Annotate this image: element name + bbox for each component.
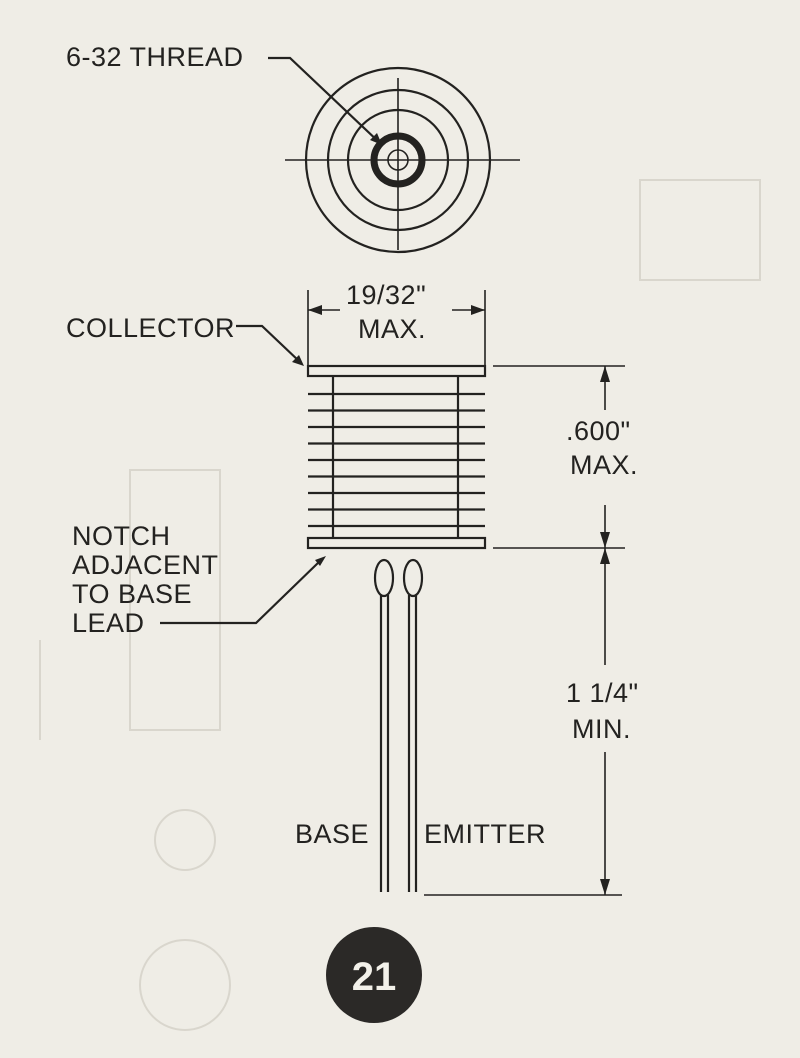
width-arrow-right bbox=[471, 305, 485, 315]
lead-length-qualifier: MIN. bbox=[572, 714, 631, 744]
collector-arrowhead bbox=[292, 355, 304, 366]
base-lead-glass-seal bbox=[373, 558, 395, 598]
height-arrow-bottom bbox=[600, 532, 610, 548]
base-label: BASE bbox=[295, 819, 369, 849]
width-arrow-left bbox=[308, 305, 322, 315]
notch-label-line-4: LEAD bbox=[72, 608, 145, 638]
cooling-fins bbox=[308, 392, 485, 528]
thread-hole bbox=[387, 149, 409, 171]
transistor-body bbox=[306, 364, 487, 550]
thread-leader bbox=[268, 56, 383, 146]
width-value: 19/32" bbox=[346, 280, 426, 310]
width-qualifier: MAX. bbox=[358, 314, 426, 344]
thread-stud bbox=[370, 132, 426, 188]
height-arrow-top bbox=[600, 366, 610, 382]
notch-leader bbox=[160, 560, 321, 625]
lead-length-value: 1 1/4" bbox=[566, 678, 639, 708]
height-value: .600" bbox=[566, 416, 631, 446]
notch-arrowhead bbox=[315, 556, 326, 566]
notch-label-line-3: TO BASE bbox=[72, 579, 192, 609]
top-view-outer-ring bbox=[304, 66, 492, 254]
notch-label-line-2: ADJACENT bbox=[72, 550, 219, 580]
lead-length-arrow-top bbox=[600, 548, 610, 564]
top-flange bbox=[306, 364, 487, 378]
emitter-label: EMITTER bbox=[424, 819, 546, 849]
thread-label: 6-32 THREAD bbox=[66, 42, 244, 72]
thread-arrowhead bbox=[370, 133, 382, 145]
lead-length-arrow-bottom bbox=[600, 879, 610, 895]
leads bbox=[373, 558, 424, 892]
figure-number: 21 bbox=[352, 955, 397, 999]
notch-label-line-1: NOTCH bbox=[72, 521, 171, 551]
top-view-ring-3 bbox=[346, 108, 450, 212]
top-view bbox=[285, 66, 520, 254]
bottom-flange bbox=[306, 536, 487, 550]
height-qualifier: MAX. bbox=[570, 450, 638, 480]
reverse-page-ghost bbox=[39, 179, 761, 1031]
collector-leader bbox=[236, 324, 301, 363]
top-view-ring-2 bbox=[326, 88, 470, 232]
emitter-lead-glass-seal bbox=[402, 558, 424, 598]
figure-number-badge bbox=[326, 927, 422, 1023]
collector-label: COLLECTOR bbox=[66, 313, 235, 343]
